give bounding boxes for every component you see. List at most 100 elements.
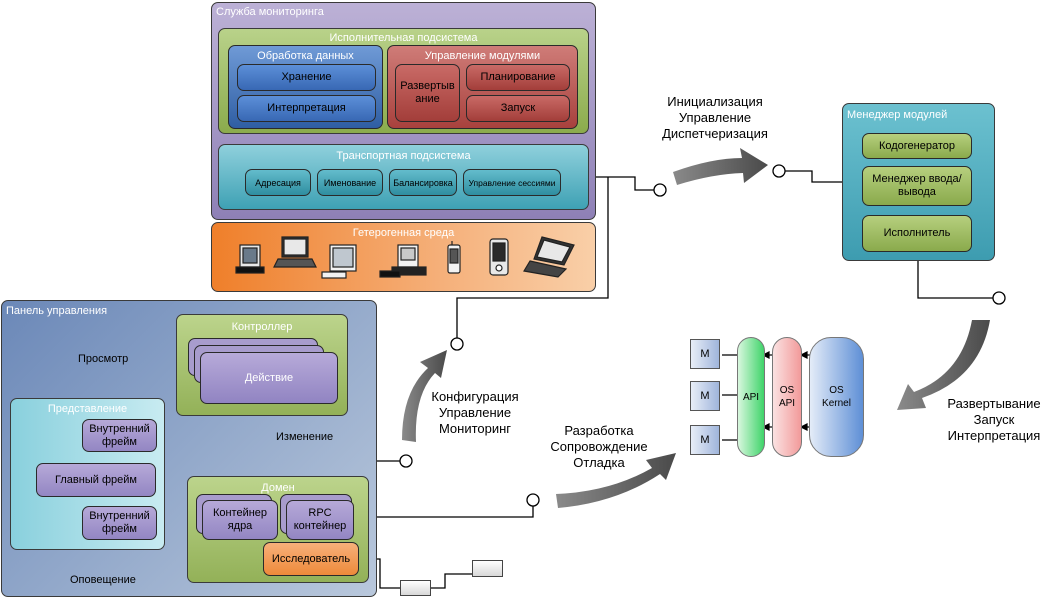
planning-label: Планирование xyxy=(480,71,556,83)
inner-frame-1-label: Внутренний фрейм xyxy=(89,422,150,448)
planning-block: Планирование xyxy=(466,64,570,91)
desktop-icon xyxy=(235,244,265,274)
init-label-3: Диспетчеризация xyxy=(662,126,768,141)
exec-title: Исполнительная подсистема xyxy=(329,32,478,44)
view-arrow-label: Просмотр xyxy=(78,353,129,365)
transport-title: Транспортная подсистема xyxy=(336,150,471,162)
arrow-deploy xyxy=(897,320,990,410)
config-label-3: Мониторинг xyxy=(438,421,512,436)
dev-label-group: Разработка Сопровождение Отладка xyxy=(545,423,653,471)
arrow-config xyxy=(402,350,447,442)
laptop-icon xyxy=(273,236,317,268)
interpretation-block: Интерпретация xyxy=(237,95,376,122)
main-frame-label: Главный фрейм xyxy=(55,473,137,486)
module-m-1-label: M xyxy=(700,347,710,360)
storage-label: Хранение xyxy=(281,71,332,83)
pc-icon xyxy=(379,244,427,278)
executor-label: Исполнитель xyxy=(883,227,951,239)
main-frame: Главный фрейм xyxy=(36,463,156,497)
rpc-container: RPC контейнер xyxy=(286,500,354,540)
sessions-label: Управление сессиями xyxy=(468,177,556,188)
init-label-group: Инициализация Управление Диспетчеризация xyxy=(660,94,770,142)
inner-frame-2-label: Внутренний фрейм xyxy=(89,510,150,535)
launch-block: Запуск xyxy=(466,95,570,122)
os-kernel-label: OS Kernel xyxy=(822,385,851,409)
pda-icon xyxy=(489,238,509,276)
module-manager-title: Менеджер модулей xyxy=(847,109,948,121)
deploy-label-2: Запуск xyxy=(973,412,1015,427)
codegen-block: Кодогенератор xyxy=(862,133,972,159)
init-label-2: Управление xyxy=(678,110,752,125)
control-panel-title: Панель управления xyxy=(6,305,108,317)
monitoring-title: Служба мониторинга xyxy=(216,6,324,18)
action-label: Действие xyxy=(244,371,294,384)
interpretation-label: Интерпретация xyxy=(267,102,346,114)
deploy-label-3: Интерпретация xyxy=(947,428,1041,443)
notify-arrow-label: Оповещение xyxy=(70,574,136,586)
port-domain xyxy=(399,454,413,468)
port-mm-left xyxy=(772,164,786,178)
external-box-1 xyxy=(400,580,431,596)
deploy-label-1: Развертывание xyxy=(947,396,1041,411)
addressing-label: Адресация xyxy=(255,177,301,188)
deploy-label: Развертыв ание xyxy=(400,80,455,105)
heterogeneous-env: Гетерогенная среда xyxy=(211,222,596,292)
arrow-init xyxy=(673,148,768,185)
dev-label-3: Отладка xyxy=(573,455,625,470)
line-ext-boxes xyxy=(431,573,472,589)
init-label-1: Инициализация xyxy=(667,94,763,109)
line-transport-right xyxy=(585,176,654,191)
line-mm-down xyxy=(917,260,993,299)
rpc-container-label: RPC контейнер xyxy=(293,507,347,532)
explorer-label: Исследователь xyxy=(271,552,351,565)
port-mm-bottom xyxy=(992,291,1006,305)
line-to-module-manager xyxy=(785,170,842,183)
os-api-layer: OS API xyxy=(772,337,802,457)
os-kernel-layer: OS Kernel xyxy=(809,337,864,457)
os-api-label: OS API xyxy=(778,385,796,409)
inner-frame-1: Внутренний фрейм xyxy=(82,419,157,452)
executor-block: Исполнитель xyxy=(862,215,972,252)
launch-label: Запуск xyxy=(500,102,536,114)
inner-frame-2: Внутренний фрейм xyxy=(82,506,157,540)
transport-item-sessions: Управление сессиями xyxy=(463,169,561,196)
hetero-title: Гетерогенная среда xyxy=(352,227,455,239)
notebook-icon xyxy=(523,236,575,278)
monitor-icon xyxy=(321,244,357,279)
config-label-group: Конфигурация Управление Мониторинг xyxy=(424,389,526,437)
module-m-3: M xyxy=(690,425,720,455)
external-box-2 xyxy=(472,560,503,577)
port-rpc xyxy=(526,493,540,507)
module-m-2: M xyxy=(690,381,720,411)
port-config xyxy=(450,337,464,351)
transport-item-balancing: Балансировка xyxy=(389,169,457,196)
arrow-dev xyxy=(556,453,676,508)
dev-label-1: Разработка xyxy=(564,423,634,438)
change-arrow-label: Изменение xyxy=(276,431,334,443)
module-m-2-label: M xyxy=(700,389,710,402)
api-label: API xyxy=(742,391,760,403)
core-container-label: Контейнер ядра xyxy=(212,507,268,532)
deploy-label-group: Развертывание Запуск Интерпретация xyxy=(944,396,1044,444)
config-label-1: Конфигурация xyxy=(431,389,519,404)
io-manager-block: Менеджер ввода/вывода xyxy=(862,166,972,206)
naming-label: Именование xyxy=(323,177,377,188)
core-container: Контейнер ядра xyxy=(202,500,278,540)
config-label-2: Управление xyxy=(438,405,512,420)
line-rpc-right xyxy=(352,506,534,518)
phone-icon xyxy=(447,241,461,274)
api-layer: API xyxy=(737,337,765,457)
transport-item-naming: Именование xyxy=(317,169,383,196)
balancing-label: Балансировка xyxy=(393,177,453,188)
transport-item-addressing: Адресация xyxy=(245,169,311,196)
action-block: Действие xyxy=(200,352,338,404)
domain-title: Домен xyxy=(261,482,295,494)
io-manager-label: Менеджер ввода/вывода xyxy=(872,173,962,198)
explorer-block: Исследователь xyxy=(263,542,359,576)
storage-block: Хранение xyxy=(237,64,376,91)
module-m-3-label: M xyxy=(700,433,710,446)
line-transport-down xyxy=(456,177,609,338)
module-management-title: Управление модулями xyxy=(424,50,541,62)
data-processing-title: Обработка данных xyxy=(257,50,354,62)
view-title: Представление xyxy=(47,403,128,415)
